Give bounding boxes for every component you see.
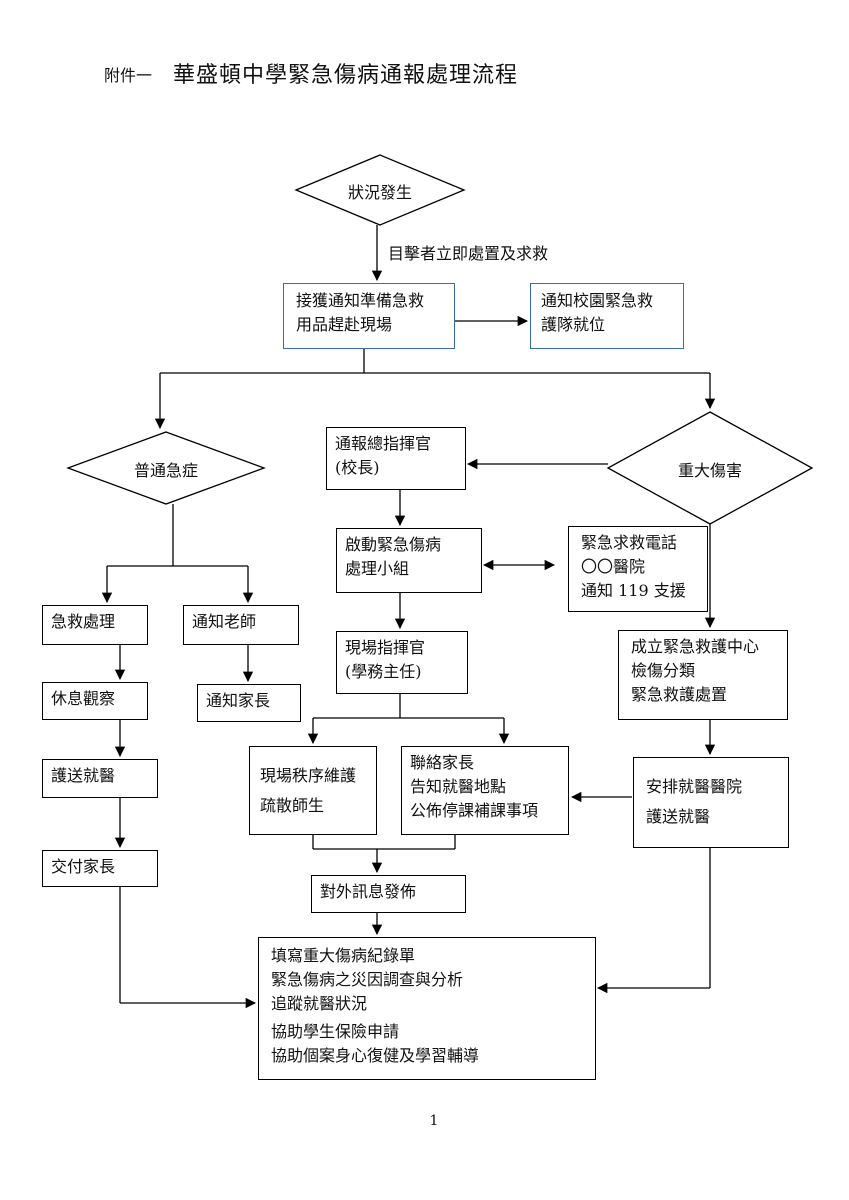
field-commander-line-2: (學務主任) — [345, 662, 422, 681]
notify-teacher-box: 通知老師 — [183, 605, 299, 645]
first-aid-box: 急救處理 — [42, 605, 148, 645]
notify-parent-box: 通知家長 — [197, 684, 301, 722]
attachment-label: 附件一 — [104, 66, 153, 85]
contact-parents-line-1: 聯絡家長 — [410, 753, 475, 772]
final-line-5: 協助個案身心復健及學習輔導 — [271, 1046, 480, 1065]
notified-box: 接獲通知準備急救 用品趕赴現場 — [283, 283, 455, 349]
page-number: 1 — [429, 1113, 439, 1129]
arrange-hospital-box: 安排就醫醫院 護送就醫 — [633, 757, 789, 848]
press-release-box: 對外訊息發佈 — [311, 875, 466, 913]
page-title: 華盛頓中學緊急傷病通報處理流程 — [173, 63, 519, 88]
commander-line-1: 通報總指揮官 — [335, 434, 432, 453]
notified-line-1: 接獲通知準備急救 — [296, 291, 425, 310]
arrange-hospital-line-1: 安排就醫醫院 — [646, 777, 743, 796]
rescue-center-line-2: 檢傷分類 — [631, 661, 696, 680]
activate-team-line-2: 處理小組 — [345, 559, 410, 578]
final-actions-box: 填寫重大傷病紀錄單 緊急傷病之災因調查與分析 追蹤就醫狀況 協助學生保險申請 協… — [258, 937, 596, 1080]
field-commander-line-1: 現場指揮官 — [345, 638, 426, 657]
rescue-center-line-3: 緊急救護處置 — [631, 685, 728, 704]
emergency-call-line-2: 〇〇醫院 — [581, 557, 646, 576]
order-evac-box: 現場秩序維護 疏散師生 — [249, 746, 377, 835]
order-evac-line-1: 現場秩序維護 — [260, 766, 357, 785]
contact-parents-line-3: 公佈停課補課事項 — [410, 801, 539, 820]
rescue-team-line-1: 通知校園緊急救 — [541, 291, 654, 310]
emergency-call-line-3: 通知 119 支援 — [581, 581, 686, 600]
start-label: 狀況發生 — [347, 183, 412, 202]
field-commander-box: 現場指揮官 (學務主任) — [336, 631, 468, 694]
start-diamond — [294, 154, 466, 226]
arrange-hospital-line-2: 護送就醫 — [646, 807, 711, 826]
order-evac-line-2: 疏散師生 — [260, 796, 325, 815]
rescue-center-line-1: 成立緊急救護中心 — [631, 637, 760, 656]
final-line-3: 追蹤就醫狀況 — [271, 994, 368, 1013]
commander-line-2: (校長) — [335, 458, 380, 477]
major-label: 重大傷害 — [677, 461, 742, 480]
final-line-4: 協助學生保險申請 — [271, 1022, 400, 1041]
minor-label: 普通急症 — [133, 461, 198, 480]
activate-team-box: 啟動緊急傷病 處理小組 — [336, 528, 482, 593]
minor-diamond — [66, 431, 266, 505]
final-line-1: 填寫重大傷病紀錄單 — [271, 946, 416, 965]
final-line-2: 緊急傷病之災因調查與分析 — [271, 970, 464, 989]
contact-parents-box: 聯絡家長 告知就醫地點 公佈停課補課事項 — [401, 746, 569, 835]
emergency-call-box: 緊急求救電話 〇〇醫院 通知 119 支援 — [568, 526, 708, 612]
rescue-team-box: 通知校園緊急救 護隊就位 — [530, 283, 684, 349]
activate-team-line-1: 啟動緊急傷病 — [345, 535, 442, 554]
contact-parents-line-2: 告知就醫地點 — [410, 777, 507, 796]
rescue-center-box: 成立緊急救護中心 檢傷分類 緊急救護處置 — [618, 630, 788, 720]
rest-box: 休息觀察 — [42, 682, 148, 720]
notified-line-2: 用品趕赴現場 — [296, 315, 393, 334]
commander-box: 通報總指揮官 (校長) — [326, 427, 466, 490]
escort-hospital-box: 護送就醫 — [42, 759, 158, 798]
hand-parent-box: 交付家長 — [42, 850, 158, 887]
rescue-team-line-2: 護隊就位 — [541, 315, 606, 334]
emergency-call-line-1: 緊急求救電話 — [581, 533, 678, 552]
witness-action-label: 目擊者立即處置及求救 — [388, 244, 549, 263]
